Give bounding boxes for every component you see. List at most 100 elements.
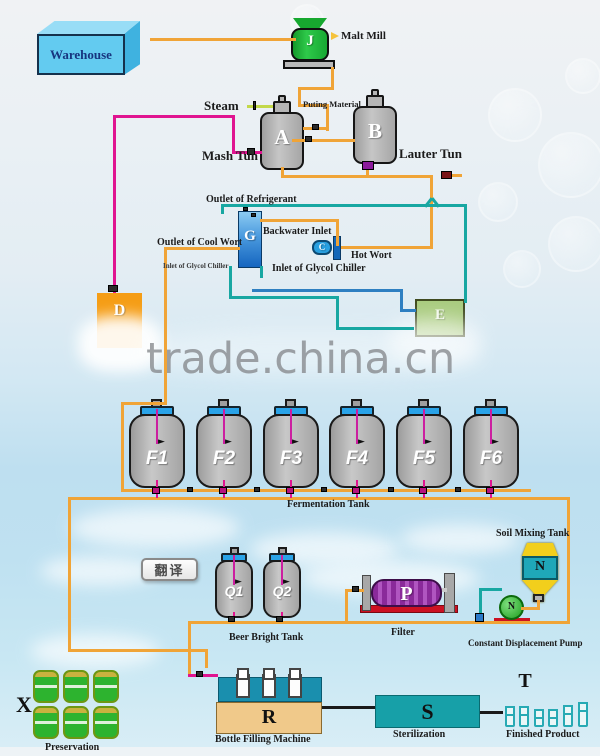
bottle-shape [262, 674, 276, 698]
pipe [298, 104, 329, 107]
pipe [341, 246, 433, 249]
label-steam: Steam [204, 98, 239, 113]
pipe [114, 115, 235, 118]
pipe [232, 115, 235, 153]
tank-e-letter: E [434, 307, 445, 323]
bubble-decor [548, 216, 600, 272]
translate-button[interactable]: 翻译 [141, 558, 198, 581]
malt-mill-hopper [293, 18, 327, 29]
malt-mill-letter: J [306, 33, 314, 49]
flow-arrow-icon: ► [225, 437, 232, 447]
soil-tank-letter: N [534, 559, 546, 574]
pipe [452, 174, 462, 177]
sterilization-letter: S [421, 699, 434, 724]
fermentation-tank [129, 414, 185, 488]
heat-exchanger [238, 211, 262, 268]
translate-button-label: 翻译 [154, 564, 185, 579]
valve-icon [441, 171, 452, 179]
valve-icon [475, 613, 484, 622]
watermark-wash [140, 330, 480, 374]
valve-icon [352, 487, 360, 494]
finished-bottle [578, 707, 588, 727]
fermentation-tank-letter: F3 [279, 448, 303, 469]
valve-icon [254, 487, 260, 492]
pipe [336, 296, 339, 330]
fermentation-tank-letter: F6 [479, 448, 503, 469]
warehouse-roof [37, 21, 140, 34]
finished-product-letter: T [518, 670, 532, 692]
cloud-decor [400, 524, 520, 554]
label-mash-tun: Mash Tun [202, 148, 259, 163]
cloud-decor [70, 508, 240, 548]
pipe [281, 175, 433, 178]
pointer-icon [331, 32, 339, 40]
beer-bright-tank-letter: Q1 [224, 583, 244, 599]
finished-bottle [519, 711, 529, 727]
keg [33, 670, 59, 703]
pipe [423, 409, 425, 444]
pipe [121, 402, 167, 405]
watermark-wash [78, 316, 162, 372]
pipe [537, 600, 540, 610]
finished-bottle [548, 714, 558, 727]
label-finished-product: Finished Product [506, 729, 580, 740]
bottle-filling-machine [216, 702, 322, 734]
label-preservation: Preservation [45, 742, 100, 753]
pipe [222, 204, 467, 207]
pipe [68, 497, 71, 652]
filter-plate [362, 575, 371, 611]
valve-icon [352, 586, 359, 592]
bottle-shape [236, 674, 250, 698]
filter-plate [444, 573, 455, 613]
watermark-wash [390, 318, 480, 364]
valve-icon [247, 148, 255, 155]
fermentation-tank-letter: F1 [145, 448, 169, 469]
pipe [298, 87, 301, 107]
pipe [205, 649, 208, 668]
valve-icon [305, 136, 312, 142]
filter-letter: P [400, 583, 413, 605]
flow-arrow-icon: ► [235, 577, 242, 587]
valve-icon [486, 487, 494, 494]
label-fermentation-tank: Fermentation Tank [287, 499, 370, 510]
label-inlet-of-glycol-chiller-small: Inlet of Glycol Chiller [163, 262, 229, 270]
pipe [345, 589, 348, 624]
label-lauter-tun: Lauter Tun [399, 146, 462, 161]
bubble-decor [478, 182, 518, 222]
pump-letter: N [507, 601, 516, 612]
preservation-letter: X [16, 692, 32, 717]
pipe [336, 219, 339, 246]
pipe [223, 409, 225, 444]
pipe [479, 588, 502, 591]
label-sterilization: Sterilization [393, 729, 446, 740]
pipe [479, 588, 482, 617]
pipe [336, 327, 414, 330]
valve-icon [388, 487, 394, 492]
valve-icon [243, 207, 248, 211]
valve-icon [253, 101, 256, 110]
pipe [68, 649, 208, 652]
pipe [229, 266, 232, 298]
keg [63, 706, 89, 739]
watermark: trade.china.cn [146, 334, 456, 384]
pipe [113, 115, 116, 293]
keg [63, 670, 89, 703]
pipe [221, 204, 224, 214]
flow-arrow-icon: ► [358, 437, 365, 447]
flow-arrow-icon: ► [158, 437, 165, 447]
label-hot-wort: Hot Wort [351, 250, 392, 261]
finished-bottle [534, 714, 544, 727]
pipe [326, 104, 329, 131]
keg [93, 670, 119, 703]
label-soil-mixing-tank: Soil Mixing Tank [496, 528, 570, 539]
bubble-decor [488, 88, 542, 142]
pipe [331, 67, 334, 90]
pipe [480, 711, 503, 714]
label-puting-material: Puting Material [303, 99, 361, 109]
pipe [166, 247, 240, 250]
malt-mill-base [283, 60, 335, 69]
pipe [188, 621, 570, 624]
label-malt-mill: Malt Mill [341, 30, 386, 42]
